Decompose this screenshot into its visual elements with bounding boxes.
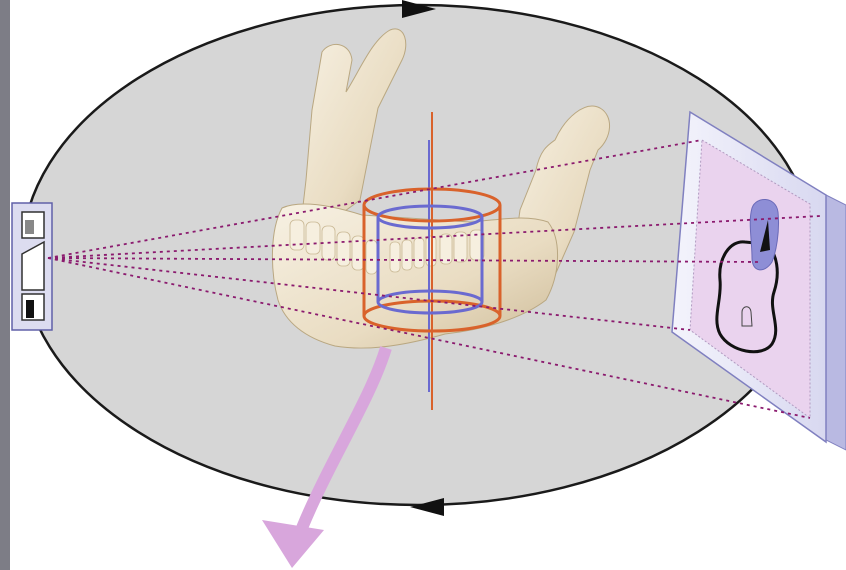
motion-arrowhead xyxy=(262,520,324,568)
detector-side-edge xyxy=(826,195,846,450)
source-window-top-inner xyxy=(25,220,34,234)
source-window-bottom-inner xyxy=(26,300,34,318)
x-ray-source-icon xyxy=(12,203,52,330)
